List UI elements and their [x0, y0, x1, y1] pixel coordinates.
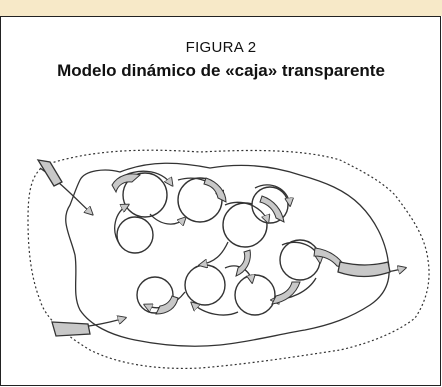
flow-arrow	[254, 184, 290, 205]
flow-arrow	[200, 241, 229, 265]
flow-arrow	[281, 241, 320, 262]
input-arrows	[36, 159, 125, 337]
transparent-box-diagram	[27, 149, 430, 369]
outer-dotted-boundary	[27, 149, 430, 369]
output-arrow	[337, 261, 405, 278]
input-arrow-lower-body	[51, 321, 91, 337]
shaded-arrow	[203, 177, 227, 203]
shaded-arrow	[313, 247, 348, 269]
shaded-arrow	[111, 173, 142, 194]
top-accent-band	[0, 0, 442, 16]
shaded-arrow	[271, 281, 301, 305]
flow-arrow	[149, 213, 185, 224]
shaded-arrow	[259, 195, 285, 223]
loop-node	[234, 274, 276, 316]
flow-arrow	[114, 205, 128, 246]
figure-frame	[0, 16, 441, 386]
inner-solid-boundary	[65, 162, 390, 347]
input-arrow-upper-body	[36, 159, 63, 187]
flow-arrow	[192, 303, 239, 316]
loop-node	[279, 239, 321, 281]
loop-node	[122, 172, 168, 218]
loop-node	[116, 216, 154, 254]
loop-node	[184, 264, 226, 306]
shaded-arrow	[155, 295, 179, 315]
shaded-arrow-bodies	[111, 173, 348, 315]
figure-title: Modelo dinámico de «caja» transparente	[57, 61, 385, 80]
flow-arrow	[224, 201, 268, 222]
figure-number: FIGURA 2	[185, 39, 257, 56]
output-arrow-body	[337, 261, 391, 278]
shaded-arrow	[235, 249, 251, 277]
